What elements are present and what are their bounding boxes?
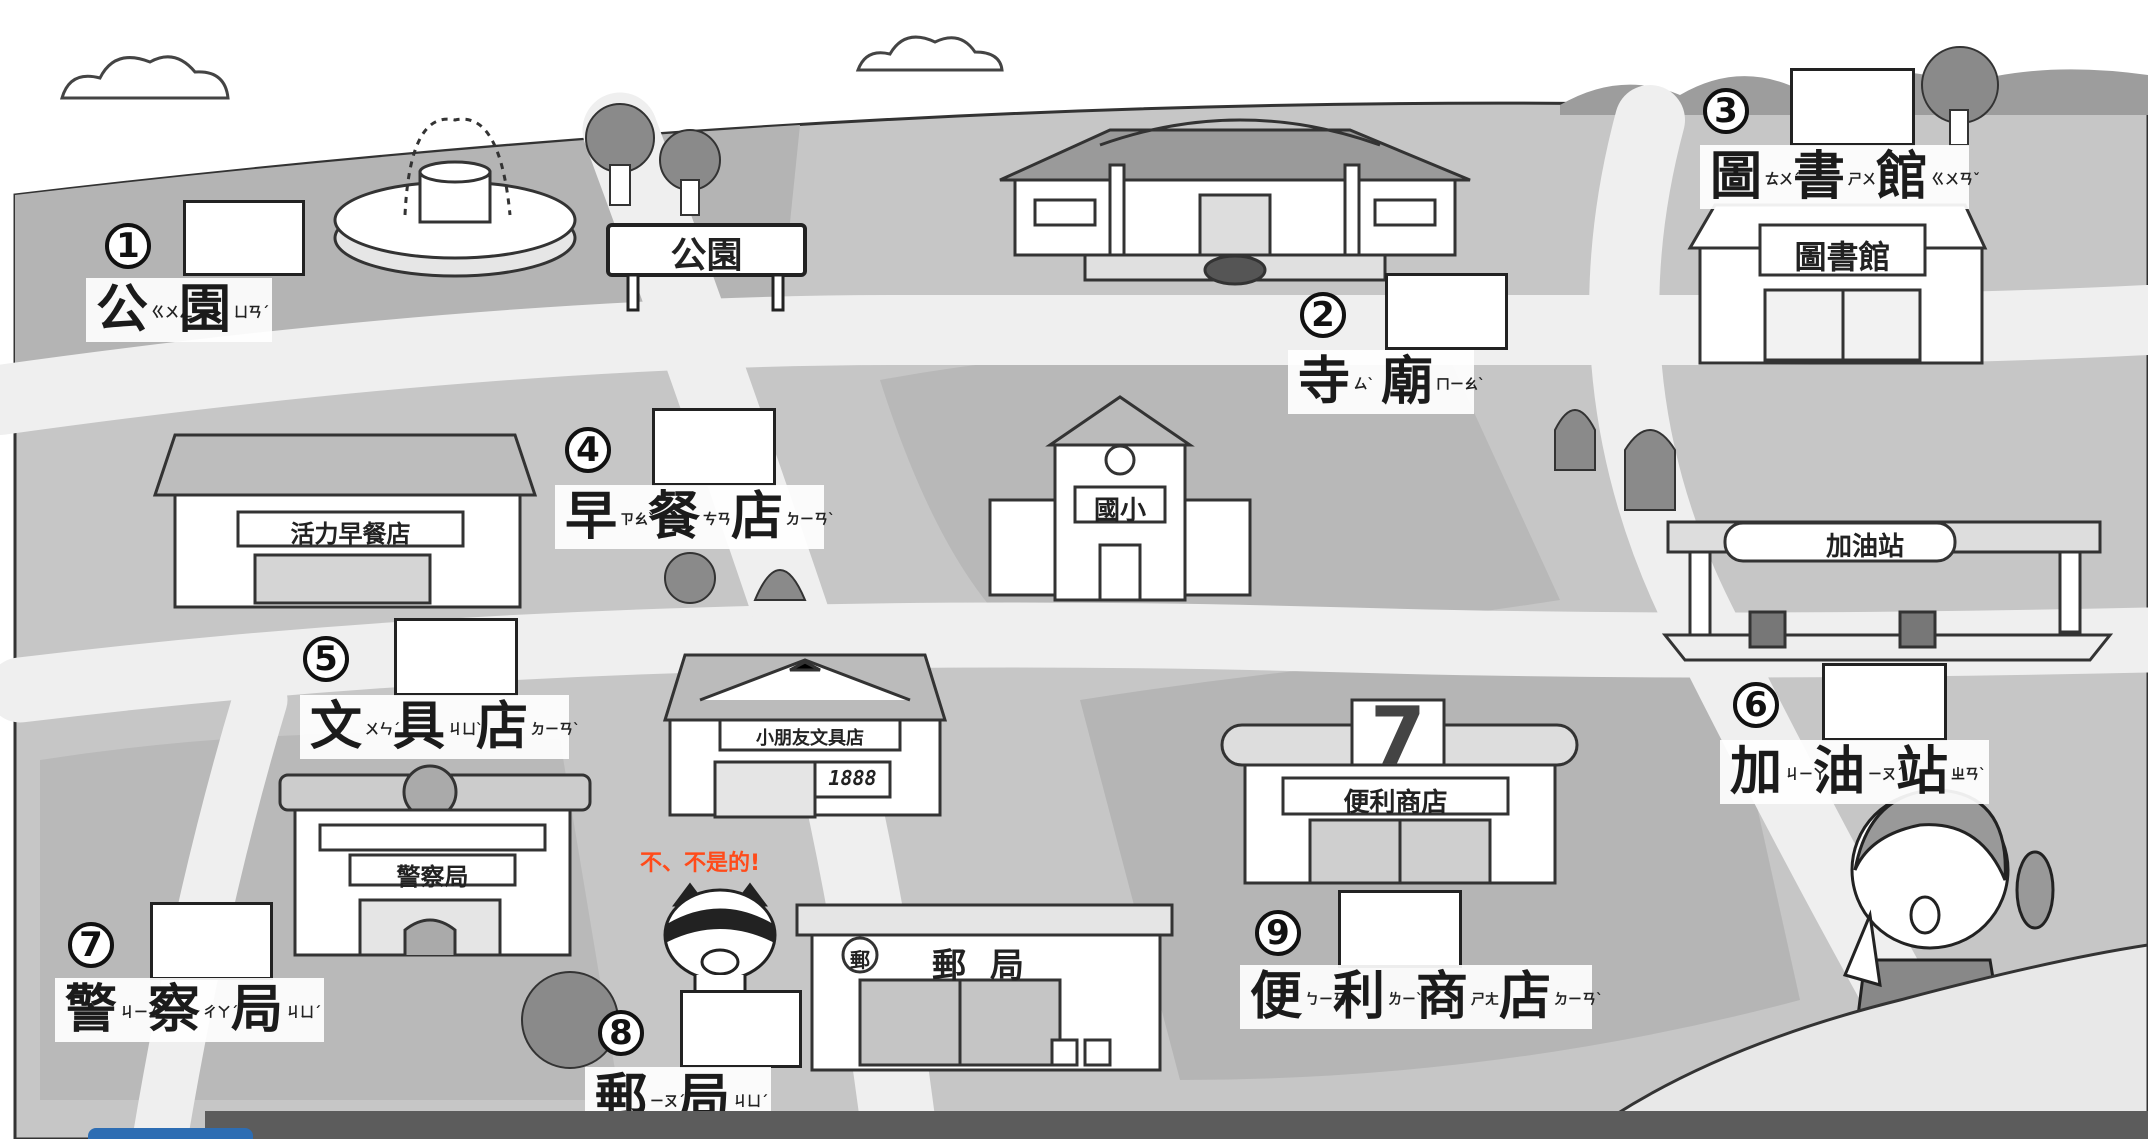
bottom-bar	[205, 1111, 2148, 1139]
answer-box-2[interactable]	[1385, 273, 1508, 350]
park-sign-board	[606, 223, 807, 277]
answer-box-8[interactable]	[680, 990, 802, 1068]
place-number-3: 3	[1703, 88, 1749, 134]
place-label-1: 公ㄍㄨㄥ園ㄩㄢˊ	[86, 278, 273, 342]
answer-box-3[interactable]	[1790, 68, 1915, 146]
stationery-window-text: 1888	[828, 766, 877, 790]
stationery-sign-text: 小朋友文具店	[756, 728, 864, 749]
convenience-logo-text: 7	[1370, 690, 1426, 783]
page-curl	[1577, 943, 2148, 1139]
breakfast-shop-building	[152, 433, 538, 609]
school-building	[988, 395, 1252, 602]
cloud-middle	[855, 35, 1004, 72]
post-office-building	[795, 903, 1174, 1072]
answer-box-1[interactable]	[183, 200, 305, 276]
fountain	[333, 117, 577, 278]
dog-speech: 不、不是的!	[640, 851, 761, 876]
park-sign-text: 公園	[670, 234, 743, 276]
stationery-shop-building	[662, 653, 948, 819]
bottom-tab[interactable]	[88, 1128, 253, 1139]
police-station-building	[278, 764, 592, 957]
post-sign-text: 郵局	[932, 946, 1048, 986]
convenience-store-building	[1220, 698, 1579, 885]
place-label-9: 便ㄅㄧㄢˋ利ㄌㄧˋ商ㄕㄤ店ㄉㄧㄢˋ	[1240, 965, 1603, 1029]
place-number-4: 4	[565, 427, 611, 473]
answer-box-9[interactable]	[1338, 890, 1462, 968]
school-sign-text: 國小	[1093, 496, 1146, 526]
place-number-1: 1	[105, 223, 151, 269]
police-sign-text: 警察局	[396, 862, 469, 891]
convenience-sign-text: 便利商店	[1343, 788, 1448, 818]
place-number-6: 6	[1733, 682, 1779, 728]
place-label-3: 圖ㄊㄨˊ書ㄕㄨ館ㄍㄨㄢˇ	[1700, 145, 1980, 209]
place-number-8: 8	[598, 1010, 644, 1056]
trees	[521, 46, 1999, 1069]
place-label-5: 文ㄨㄣˊ具ㄐㄩˋ店ㄉㄧㄢˋ	[300, 695, 580, 759]
place-number-5: 5	[303, 636, 349, 682]
place-label-4: 早ㄗㄠˇ餐ㄘㄢ店ㄉㄧㄢˋ	[555, 485, 835, 549]
gas-station-building	[1661, 520, 2114, 662]
answer-box-4[interactable]	[652, 408, 776, 486]
library-building	[1687, 203, 1988, 365]
answer-box-5[interactable]	[394, 618, 518, 696]
place-label-7: 警ㄐㄧㄥˇ察ㄔㄚˊ局ㄐㄩˊ	[55, 978, 325, 1042]
place-number-9: 9	[1255, 910, 1301, 956]
place-number-7: 7	[68, 922, 114, 968]
place-label-6: 加ㄐㄧㄚ油ㄧㄡˊ站ㄓㄢˋ	[1720, 740, 1990, 804]
place-number-2: 2	[1300, 292, 1346, 338]
post-logo-text: 郵	[850, 948, 870, 972]
cloud-left	[60, 55, 230, 100]
library-sign-text: 圖書館	[1794, 238, 1891, 276]
answer-box-7[interactable]	[150, 902, 273, 980]
breakfast-sign-text: 活力早餐店	[290, 519, 411, 548]
gas-sign-text: 加油站	[1825, 532, 1904, 562]
temple-building	[999, 118, 1471, 286]
answer-box-6[interactable]	[1822, 663, 1947, 741]
